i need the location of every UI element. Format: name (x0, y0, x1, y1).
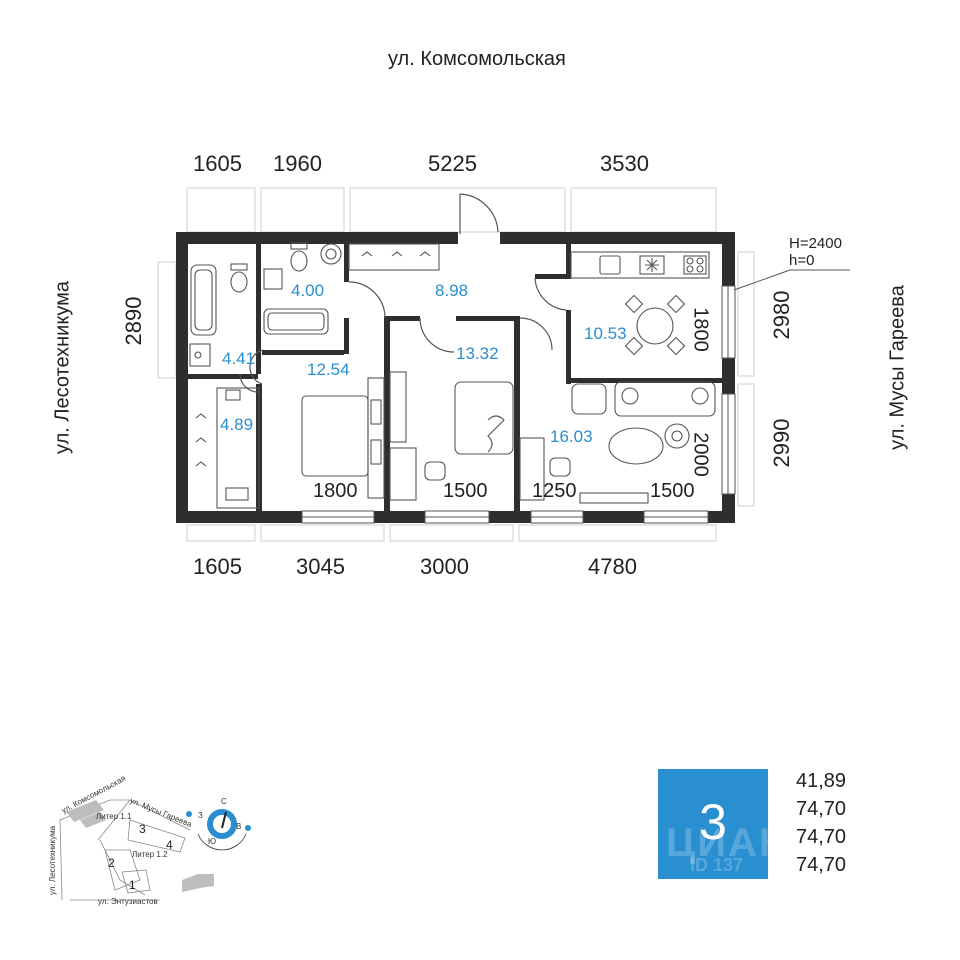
area-living: 41,89 (796, 770, 847, 792)
ceiling-height-note: H=2400 (789, 235, 842, 252)
site-section-1: 1 (129, 878, 136, 892)
site-liter-1-2: Литер 1.2 (132, 850, 168, 859)
watermark-text: ЦИАН (666, 821, 768, 865)
site-street-lesotekhnikuma: ул. Лесотехникума (48, 825, 58, 896)
room-area-kitchen: 10.53 (584, 324, 627, 343)
area-total-3: 74,70 (796, 854, 847, 876)
room-area-wc: 4.00 (291, 281, 325, 300)
entry-door (459, 193, 499, 234)
window-width-living-right: 1500 (650, 480, 695, 502)
windows (301, 285, 736, 524)
room-count: 3 (699, 794, 727, 850)
window-width-room2: 1500 (443, 480, 488, 502)
window-width-kitchen: 1800 (689, 307, 712, 352)
interior-doors (239, 277, 567, 393)
site-section-4: 4 (166, 838, 173, 852)
compass-east: В (236, 822, 242, 831)
floor-height-note: h=0 (789, 252, 815, 269)
room-area-bedroom: 12.54 (307, 360, 350, 379)
area-total-1: 74,70 (796, 798, 847, 820)
site-plan (59, 799, 251, 901)
compass-west: З (198, 811, 203, 820)
dim-top-3: 5225 (428, 151, 477, 176)
height-note-leader (733, 269, 850, 291)
room-area-room2: 13.32 (456, 344, 499, 363)
dim-top-4: 3530 (600, 151, 649, 176)
room-area-hall: 8.98 (435, 281, 469, 300)
room-area-wardrobe: 4.89 (220, 415, 254, 434)
area-total-2: 74,70 (796, 826, 847, 848)
dim-bottom-2: 3045 (296, 554, 345, 579)
window-width-bedroom: 1800 (313, 480, 358, 502)
dim-bottom-4: 4780 (588, 554, 637, 579)
dim-bottom-3: 3000 (420, 554, 469, 579)
compass (186, 809, 251, 851)
dim-top-1: 1605 (193, 151, 242, 176)
compass-south: Ю (208, 837, 217, 846)
watermark-id: ID 137 (690, 855, 744, 875)
window-width-living: 2000 (689, 432, 712, 477)
site-section-3: 3 (139, 822, 146, 836)
furniture (189, 242, 716, 509)
room-count-badge: ЦИАН ID 137 3 (658, 769, 768, 879)
dim-top-2: 1960 (273, 151, 322, 176)
site-liter-1-1: Литер 1.1 (96, 812, 132, 821)
room-area-bath: 4.41 (222, 349, 256, 368)
window-width-living-left: 1250 (532, 480, 577, 502)
street-top-label: ул. Комсомольская (388, 48, 566, 70)
room-area-living: 16.03 (550, 427, 593, 446)
dim-bottom-1: 1605 (193, 554, 242, 579)
site-section-2: 2 (108, 856, 115, 870)
site-street-entuziastov: ул. Энтузиастов (98, 897, 158, 906)
compass-north: С (221, 797, 227, 806)
